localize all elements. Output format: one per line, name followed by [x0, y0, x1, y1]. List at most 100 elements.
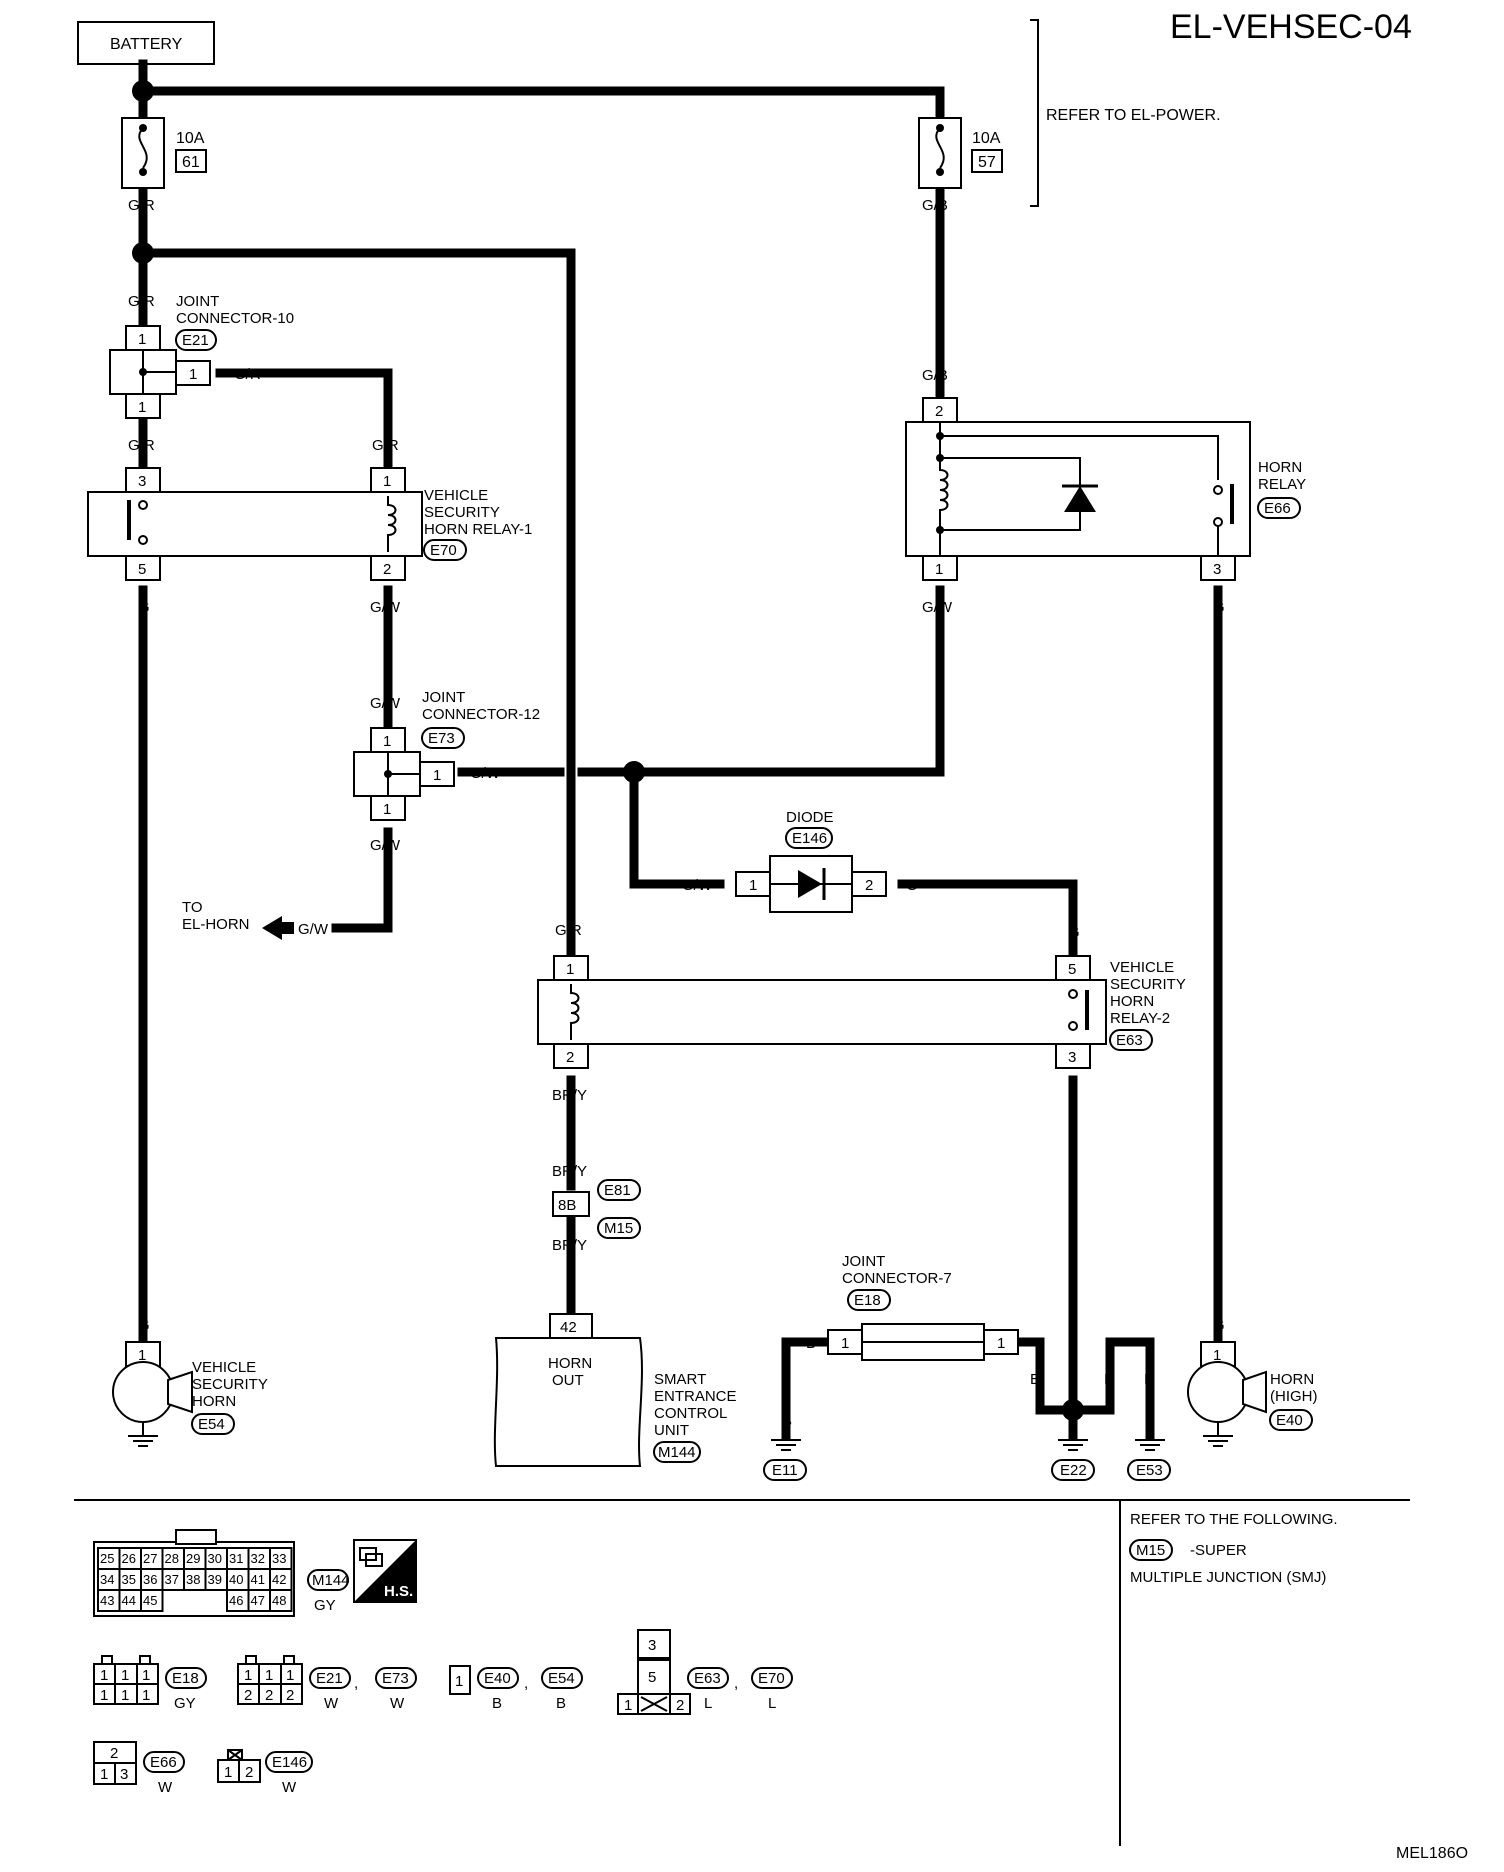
svg-text:VEHICLE: VEHICLE [1110, 959, 1174, 976]
pin-number: 47 [251, 1593, 265, 1608]
svg-text:1: 1 [383, 733, 391, 750]
svg-text:G/R: G/R [555, 922, 582, 939]
svg-text:1: 1 [121, 1687, 129, 1704]
splice-dot [1062, 1399, 1084, 1421]
svg-text:1: 1 [1213, 1347, 1221, 1364]
svg-text:8B: 8B [558, 1197, 576, 1214]
joint-connector-10: JOINT CONNECTOR-10 E21 1 1 1 [109, 293, 294, 419]
pin-cell [269, 1589, 293, 1612]
svg-text:G/W: G/W [370, 695, 401, 712]
svg-text:E73: E73 [428, 730, 455, 747]
horn-relay-1: 3 1 5 2 VEHICLE SECURITY HORN RELAY-1 E7… [87, 467, 532, 581]
svg-text:M144: M144 [658, 1444, 696, 1461]
battery-box [77, 21, 215, 65]
svg-text:REFER TO THE FOLLOWING.: REFER TO THE FOLLOWING. [1130, 1511, 1338, 1528]
svg-text:1: 1 [624, 1697, 632, 1714]
pin-number: 36 [143, 1572, 157, 1587]
svg-text:W: W [390, 1695, 405, 1712]
svg-text:DIODE: DIODE [786, 809, 834, 826]
svg-text:HORN RELAY-1: HORN RELAY-1 [424, 521, 532, 538]
svg-text:W: W [324, 1695, 339, 1712]
svg-text:L: L [704, 1695, 712, 1712]
svg-text:G: G [1213, 599, 1225, 616]
ground-symbols: E11 E22 E53 [763, 1439, 1171, 1481]
smj-connector: 8B E81 M15 [552, 1179, 641, 1239]
splice-dot [132, 80, 154, 102]
pin-number: 28 [165, 1551, 179, 1566]
svg-text:VEHICLE: VEHICLE [424, 487, 488, 504]
svg-text:1: 1 [142, 1667, 150, 1684]
svg-text:1: 1 [138, 1347, 146, 1364]
pin-number: 40 [229, 1572, 243, 1587]
svg-text:3: 3 [1068, 1049, 1076, 1066]
svg-text:GY: GY [174, 1695, 196, 1712]
footer-code: MEL186O [1396, 1845, 1468, 1862]
svg-text:E70: E70 [758, 1670, 785, 1687]
svg-text:E54: E54 [198, 1416, 225, 1433]
svg-text:42: 42 [560, 1319, 577, 1336]
svg-text:G: G [906, 877, 918, 894]
svg-text:1: 1 [138, 331, 146, 348]
pin-cell [140, 1589, 164, 1612]
svg-text:CONNECTOR-10: CONNECTOR-10 [176, 310, 294, 327]
svg-text:OUT: OUT [552, 1372, 584, 1389]
svg-text:L: L [768, 1695, 776, 1712]
svg-text:3: 3 [1213, 561, 1221, 578]
svg-text:G: G [138, 1317, 150, 1334]
horn-high: 1 HORN (HIGH) E40 [1187, 1341, 1318, 1447]
svg-text:E21: E21 [316, 1670, 343, 1687]
connector-e21-e73-view: 1 1 1 2 2 2 E21 W , E73 W [237, 1655, 417, 1712]
svg-text:2: 2 [265, 1687, 273, 1704]
svg-text:,: , [524, 1675, 528, 1692]
svg-text:W: W [282, 1779, 297, 1796]
svg-text:5: 5 [648, 1669, 656, 1686]
svg-text:M15: M15 [604, 1220, 633, 1237]
svg-text:E54: E54 [548, 1670, 575, 1687]
pin-number: 39 [208, 1572, 222, 1587]
svg-text:E18: E18 [172, 1670, 199, 1687]
battery-label: BATTERY [110, 36, 183, 53]
wire-paths [138, 59, 1223, 1441]
svg-text:SECURITY: SECURITY [1110, 976, 1186, 993]
svg-text:E22: E22 [1060, 1462, 1087, 1479]
svg-text:,: , [734, 1675, 738, 1692]
svg-text:SMART: SMART [654, 1371, 706, 1388]
svg-text:G/W: G/W [298, 921, 329, 938]
svg-text:H.S.: H.S. [384, 1583, 413, 1600]
svg-text:G/B: G/B [922, 197, 948, 214]
svg-text:2: 2 [286, 1687, 294, 1704]
svg-text:G: G [138, 599, 150, 616]
svg-text:B: B [1144, 1371, 1154, 1388]
svg-text:2: 2 [676, 1697, 684, 1714]
svg-text:ENTRANCE: ENTRANCE [654, 1388, 737, 1405]
svg-text:B: B [806, 1335, 816, 1352]
svg-text:1: 1 [100, 1766, 108, 1783]
svg-text:HORN: HORN [1258, 459, 1302, 476]
svg-text:UNIT: UNIT [654, 1422, 689, 1439]
svg-text:RELAY-2: RELAY-2 [1110, 1010, 1170, 1027]
svg-text:G/R: G/R [234, 366, 261, 383]
pin-number: 33 [272, 1551, 286, 1566]
svg-text:1: 1 [566, 961, 574, 978]
svg-text:E21: E21 [182, 332, 209, 349]
svg-text:G/W: G/W [470, 765, 501, 782]
svg-text:2: 2 [566, 1049, 574, 1066]
svg-text:G/W: G/W [370, 599, 401, 616]
svg-text:B: B [782, 1413, 792, 1430]
svg-text:1: 1 [121, 1667, 129, 1684]
svg-text:(HIGH): (HIGH) [1270, 1388, 1318, 1405]
connector-e63-e70-view: 3 5 1 2 E63 L , E70 L [617, 1629, 793, 1715]
svg-text:HORN: HORN [192, 1393, 236, 1410]
svg-text:E66: E66 [1264, 500, 1291, 517]
svg-text:MULTIPLE JUNCTION (SMJ): MULTIPLE JUNCTION (SMJ) [1130, 1569, 1326, 1586]
svg-text:5: 5 [138, 561, 146, 578]
svg-text:1: 1 [224, 1764, 232, 1781]
svg-text:CONTROL: CONTROL [654, 1405, 727, 1422]
pin-number: 44 [122, 1593, 136, 1608]
svg-text:2: 2 [383, 561, 391, 578]
svg-text:G: G [1068, 924, 1080, 941]
connector-e40-e54-view: 1 E40 B , E54 B [449, 1665, 583, 1712]
svg-text:G/R: G/R [128, 437, 155, 454]
page-code: EL-VEHSEC-04 [1170, 8, 1412, 46]
fuse-57: 10A 57 [918, 117, 1003, 189]
